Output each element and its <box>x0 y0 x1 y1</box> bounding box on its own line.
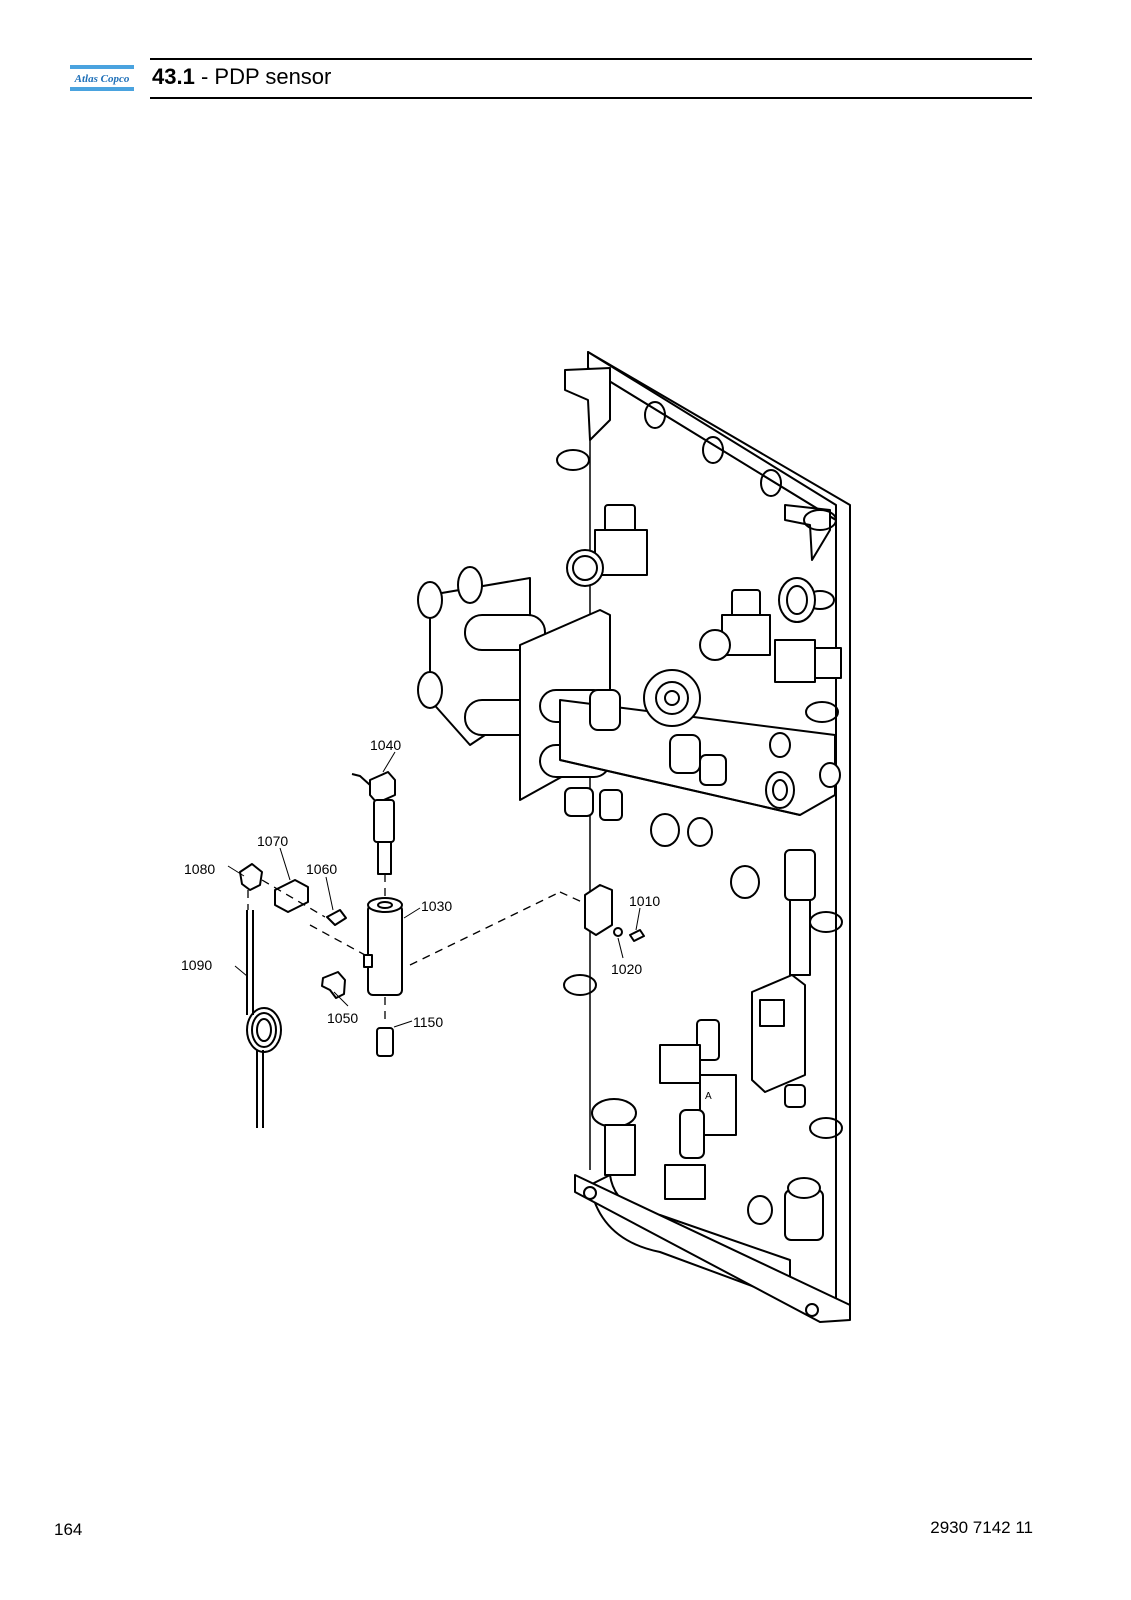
part-1060-fitting <box>326 909 347 926</box>
callout-1060: 1060 <box>306 861 337 877</box>
cable-clamp <box>556 449 590 471</box>
part-1090-tube-coil <box>246 910 282 1128</box>
section-separator: - <box>194 64 215 89</box>
page-number: 164 <box>54 1520 83 1539</box>
bottom-bracket <box>574 1174 851 1323</box>
callout-1050: 1050 <box>327 1010 358 1026</box>
callout-1080: 1080 <box>184 861 215 877</box>
callout-1020: 1020 <box>611 961 642 977</box>
part-1030-housing <box>363 897 403 996</box>
callout-1090: 1090 <box>181 957 212 973</box>
inlet-nut <box>591 1098 637 1128</box>
part-1010-screw <box>629 929 645 942</box>
callout-1070: 1070 <box>257 833 288 849</box>
document-number: 2930 7142 11 <box>930 1518 1033 1537</box>
section-number: 43.1 <box>152 64 195 89</box>
atlas-copco-logo: Atlas Copco <box>70 65 134 91</box>
logo-text: Atlas Copco <box>74 73 130 85</box>
pressure-regulator <box>604 504 636 534</box>
part-1040-sensor <box>351 771 396 875</box>
top-bracket-left <box>564 367 611 441</box>
callout-1010: 1010 <box>629 893 660 909</box>
part-1150 <box>376 1027 394 1057</box>
part-1050-elbow <box>321 971 346 999</box>
top-bracket-right <box>784 504 831 561</box>
part-1010-bracket <box>584 884 613 936</box>
callout-1030: 1030 <box>421 898 452 914</box>
part-1020-washer <box>613 927 623 937</box>
part-1070-block <box>274 879 309 913</box>
callout-1040: 1040 <box>370 737 401 753</box>
section-title-text: PDP sensor <box>214 64 332 89</box>
module-letter: A <box>705 1091 712 1102</box>
header-bottom-rule <box>150 97 1032 99</box>
part-1080-elbow <box>239 863 263 891</box>
callout-1150: 1150 <box>413 1014 443 1030</box>
check-valve <box>643 669 701 727</box>
pdp-display-unit <box>751 974 806 1093</box>
header-top-rule <box>150 58 1032 60</box>
page-title: 43.1 - PDP sensor <box>152 63 331 91</box>
